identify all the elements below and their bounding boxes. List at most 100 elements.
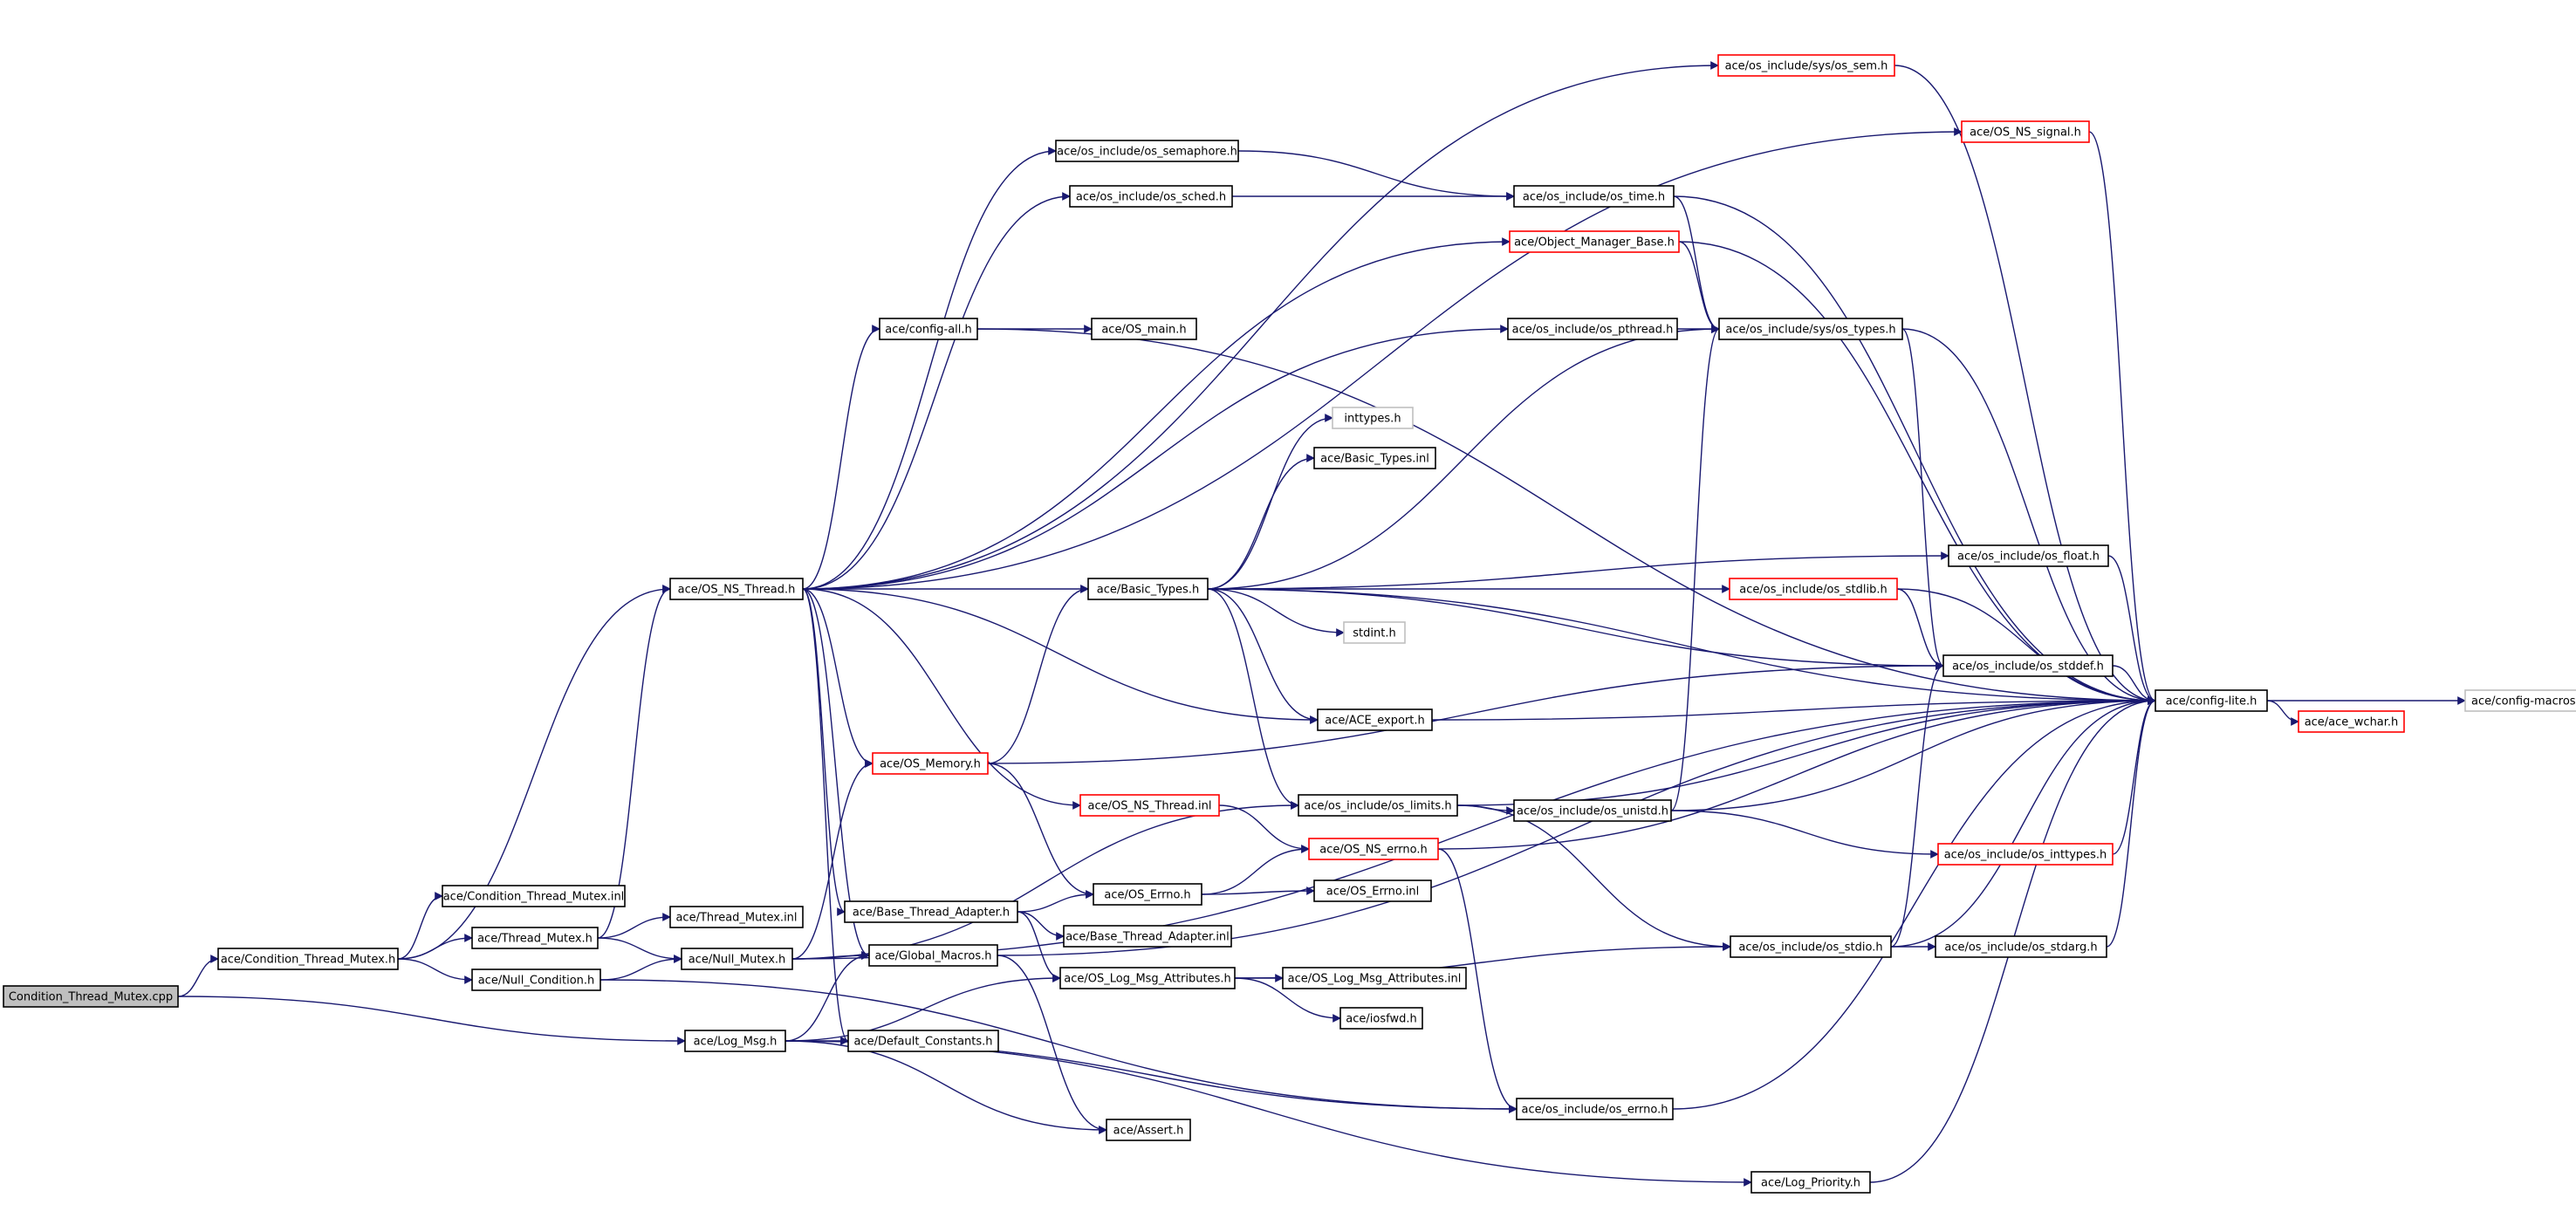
node-box <box>1055 140 1239 162</box>
node-cond_inl[interactable]: ace/Condition_Thread_Mutex.inl <box>442 885 626 907</box>
edge-os_errno_h-to-os_ns_errno_h <box>1201 845 1310 895</box>
node-label: ace/OS_NS_signal.h <box>1970 127 2081 140</box>
node-os_include_os_stddef_h[interactable]: ace/os_include/os_stddef.h <box>1942 654 2114 677</box>
node-os_include_os_limits_h[interactable]: ace/os_include/os_limits.h <box>1298 794 1458 817</box>
node-os_include_os_stdlib_h[interactable]: ace/os_include/os_stdlib.h <box>1729 578 1898 600</box>
node-os_ns_thread_h[interactable]: ace/OS_NS_Thread.h <box>669 578 804 600</box>
node-label: ace/os_include/os_stdarg.h <box>1944 941 2097 955</box>
edge-basic_types_h-to-os_include_sys_os_types_h <box>1207 325 1720 590</box>
node-assert_h[interactable]: ace/Assert.h <box>1106 1119 1191 1141</box>
node-thread_mutex_h[interactable]: ace/Thread_Mutex.h <box>471 927 599 949</box>
edge-os_ns_thread_h-to-os_ns_signal_h <box>802 127 1963 590</box>
node-cond_h[interactable]: ace/Condition_Thread_Mutex.h <box>217 948 399 970</box>
node-box <box>669 578 804 600</box>
node-label: ace/os_include/os_stdlib.h <box>1739 584 1887 597</box>
edge-null_condition_h-to-null_mutex_h <box>599 955 682 981</box>
edge-basic_types_h-to-os_include_os_float_h <box>1207 551 1949 590</box>
node-os_ns_errno_h[interactable]: ace/OS_NS_errno.h <box>1308 838 1439 860</box>
node-label: stdint.h <box>1353 627 1395 640</box>
node-os_include_os_unistd_h[interactable]: ace/os_include/os_unistd.h <box>1513 799 1672 822</box>
edge-os_ns_errno_h-to-config_lite_h <box>1437 696 2156 850</box>
node-label: ace/os_include/os_stddef.h <box>1952 660 2104 674</box>
node-config_all_h[interactable]: ace/config-all.h <box>879 318 978 340</box>
edge-os_ns_thread_h-to-os_include_os_pthread_h <box>802 325 1509 590</box>
edge-basic_types_h-to-stdint_h <box>1207 588 1345 637</box>
node-null_condition_h[interactable]: ace/Null_Condition.h <box>471 968 601 991</box>
node-base_thread_adapter_inl[interactable]: ace/Base_Thread_Adapter.inl <box>1063 925 1232 948</box>
node-os_ns_signal_h[interactable]: ace/OS_NS_signal.h <box>1961 120 2090 143</box>
node-label: ace/Null_Mutex.h <box>689 954 786 967</box>
node-label: ace/OS_NS_errno.h <box>1319 844 1428 857</box>
edge-os_ns_thread_h-to-os_include_os_sched_h <box>802 192 1071 590</box>
node-box <box>1317 708 1433 731</box>
edge-os_ns_thread_h-to-base_thread_adapter_h <box>802 588 846 916</box>
edge-thread_mutex_h-to-thread_mutex_inl <box>597 913 671 939</box>
node-stdint_h: stdint.h <box>1343 621 1406 644</box>
node-os_include_os_pthread_h[interactable]: ace/os_include/os_pthread.h <box>1507 318 1678 340</box>
node-label: ace/Condition_Thread_Mutex.h <box>221 954 395 967</box>
node-label: ace/Base_Thread_Adapter.inl <box>1065 931 1230 944</box>
edge-os_ns_thread_h-to-object_manager_base_h <box>802 237 1511 590</box>
node-os_include_os_time_h[interactable]: ace/os_include/os_time.h <box>1513 185 1675 208</box>
node-os_errno_inl[interactable]: ace/OS_Errno.inl <box>1313 880 1432 902</box>
node-root[interactable]: Condition_Thread_Mutex.cpp <box>3 985 179 1008</box>
node-os_include_os_stdio_h[interactable]: ace/os_include/os_stdio.h <box>1730 935 1892 958</box>
node-os_ns_thread_inl[interactable]: ace/OS_NS_Thread.inl <box>1079 794 1220 817</box>
node-os_memory_h[interactable]: ace/OS_Memory.h <box>872 752 989 775</box>
node-label: ace/Log_Msg.h <box>694 1036 778 1049</box>
node-label: ace/OS_NS_Thread.h <box>678 584 796 597</box>
node-os_include_os_semaphore_h[interactable]: ace/os_include/os_semaphore.h <box>1055 140 1239 162</box>
node-thread_mutex_inl[interactable]: ace/Thread_Mutex.inl <box>669 906 804 928</box>
node-box <box>1942 654 2114 677</box>
node-basic_types_h[interactable]: ace/Basic_Types.h <box>1087 578 1209 600</box>
node-ace_wchar_h[interactable]: ace/ace_wchar.h <box>2298 710 2405 733</box>
edge-os_include_os_semaphore_h-to-os_include_os_time_h <box>1237 150 1515 201</box>
node-box <box>879 318 978 340</box>
node-basic_types_inl[interactable]: ace/Basic_Types.inl <box>1313 447 1436 469</box>
node-os_log_msg_attributes_inl[interactable]: ace/OS_Log_Msg_Attributes.inl <box>1282 967 1467 989</box>
node-box <box>1948 544 2109 567</box>
node-os_main_h[interactable]: ace/OS_main.h <box>1091 318 1197 340</box>
edge-os_include_os_time_h-to-config_lite_h <box>1673 195 2156 705</box>
node-os_include_os_errno_h[interactable]: ace/os_include/os_errno.h <box>1516 1098 1674 1120</box>
node-default_constants_h[interactable]: ace/Default_Constants.h <box>847 1030 999 1052</box>
node-os_include_os_inttypes_h[interactable]: ace/os_include/os_inttypes.h <box>1937 843 2114 866</box>
node-iosfwd_h[interactable]: ace/iosfwd.h <box>1339 1007 1423 1030</box>
node-base_thread_adapter_h[interactable]: ace/Base_Thread_Adapter.h <box>844 900 1018 923</box>
edge-basic_types_h-to-basic_types_inl <box>1207 454 1315 590</box>
node-label: ace/iosfwd.h <box>1346 1013 1416 1026</box>
node-config_lite_h[interactable]: ace/config-lite.h <box>2155 689 2268 712</box>
edge-os_include_os_limits_h-to-os_include_os_stdio_h <box>1456 804 1731 951</box>
node-global_macros_h[interactable]: ace/Global_Macros.h <box>868 944 998 967</box>
node-os_include_sys_os_types_h[interactable]: ace/os_include/sys/os_types.h <box>1718 318 1903 340</box>
node-os_include_os_sched_h[interactable]: ace/os_include/os_sched.h <box>1069 185 1233 208</box>
node-os_log_msg_attributes_h[interactable]: ace/OS_Log_Msg_Attributes.h <box>1059 967 1236 989</box>
edge-os_include_os_limits_h-to-config_lite_h <box>1456 696 2156 806</box>
node-label: ace/Assert.h <box>1113 1125 1184 1138</box>
node-label: ace/config-macros.h <box>2471 695 2576 708</box>
node-label: ace/OS_Errno.inl <box>1326 886 1419 899</box>
node-label: ace/os_include/os_pthread.h <box>1512 324 1674 337</box>
edge-os_include_os_unistd_h-to-os_include_sys_os_types_h <box>1670 325 1720 811</box>
node-log_msg_h[interactable]: ace/Log_Msg.h <box>684 1030 786 1052</box>
node-box <box>1513 799 1672 822</box>
node-null_mutex_h[interactable]: ace/Null_Mutex.h <box>681 948 793 970</box>
node-label: ace/Base_Thread_Adapter.h <box>853 907 1010 920</box>
node-box <box>1059 967 1236 989</box>
node-os_errno_h[interactable]: ace/OS_Errno.h <box>1093 883 1202 906</box>
node-box <box>1308 838 1439 860</box>
node-os_include_sys_os_sem_h[interactable]: ace/os_include/sys/os_sem.h <box>1717 54 1895 77</box>
edge-os_memory_h-to-os_errno_h <box>987 763 1094 899</box>
edge-global_macros_h-to-config_lite_h <box>997 696 2156 956</box>
edge-os_errno_h-to-os_errno_inl <box>1201 886 1315 895</box>
node-log_priority_h[interactable]: ace/Log_Priority.h <box>1750 1171 1871 1194</box>
node-os_include_os_float_h[interactable]: ace/os_include/os_float.h <box>1948 544 2109 567</box>
node-label: ace/OS_main.h <box>1101 324 1186 337</box>
node-os_include_os_stdarg_h[interactable]: ace/os_include/os_stdarg.h <box>1935 935 2107 958</box>
node-box <box>1339 1007 1423 1030</box>
node-ace_export_h[interactable]: ace/ACE_export.h <box>1317 708 1433 731</box>
node-object_manager_base_h[interactable]: ace/Object_Manager_Base.h <box>1509 230 1680 253</box>
node-box <box>1093 883 1202 906</box>
node-label: ace/os_include/os_sched.h <box>1076 191 1226 204</box>
edge-os_include_os_time_h-to-os_include_sys_os_types_h <box>1673 195 1720 333</box>
